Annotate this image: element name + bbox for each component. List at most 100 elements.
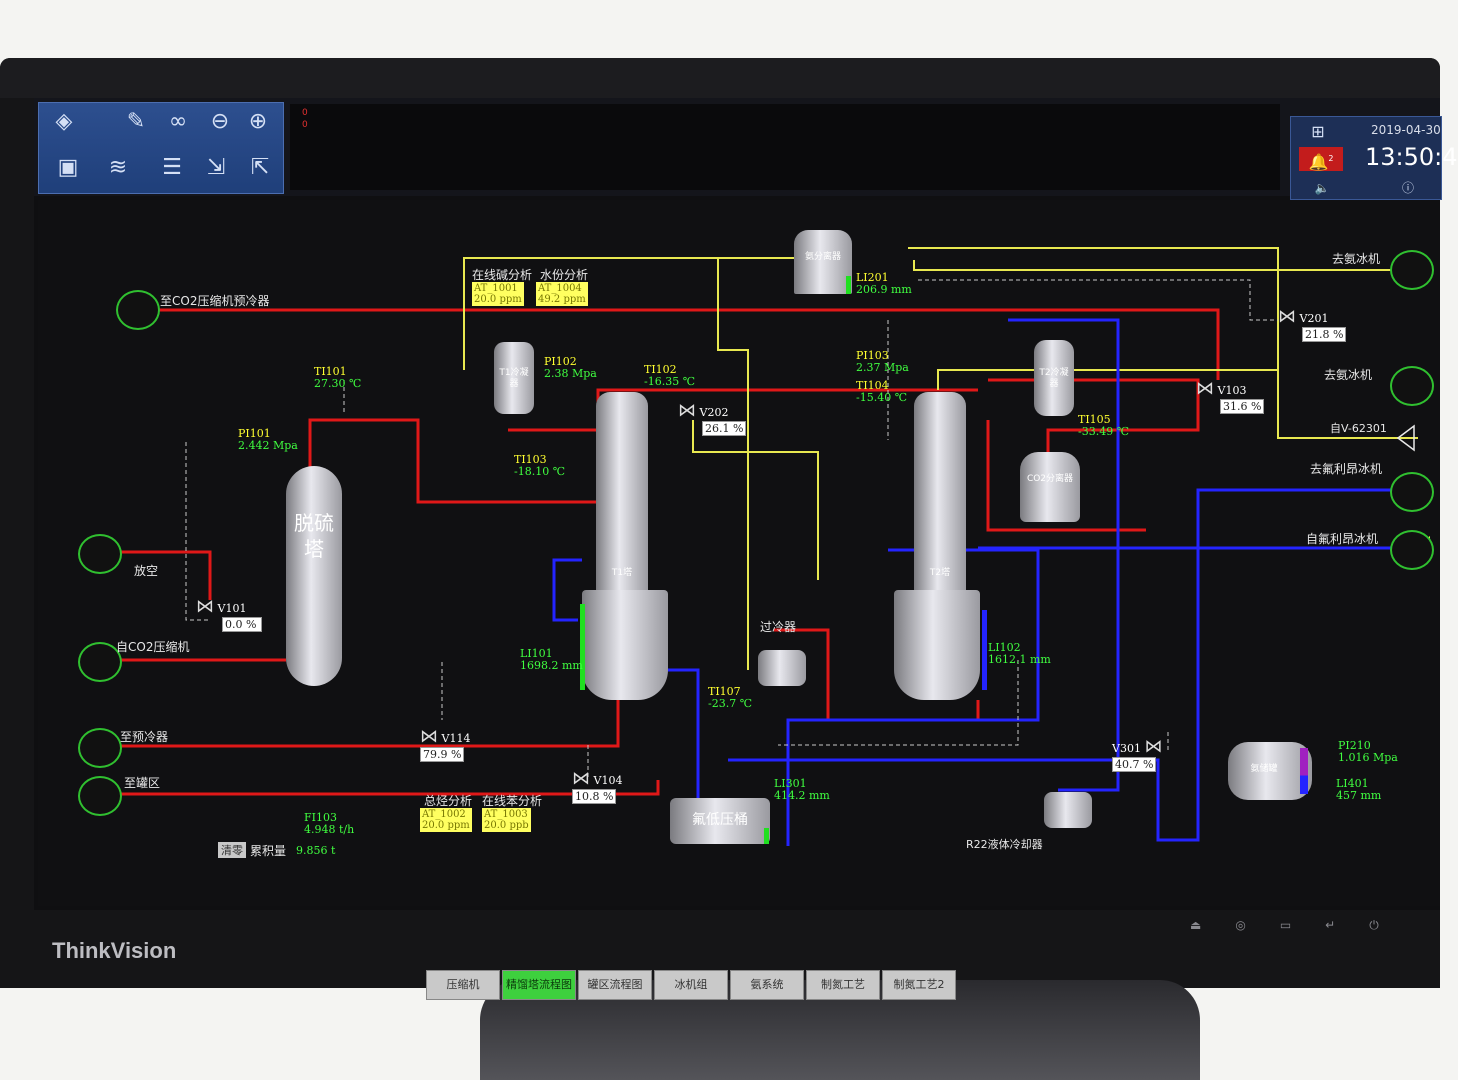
alarm-count-1: 0 <box>302 108 308 118</box>
arrow-v62301 <box>1396 424 1415 452</box>
network-icon[interactable]: ⊞ <box>1311 122 1325 141</box>
desulfur-tower[interactable] <box>286 466 342 686</box>
endpoint-tank[interactable] <box>78 776 122 816</box>
t1-tower[interactable] <box>596 392 648 592</box>
forward-icon[interactable]: ⊕ <box>248 109 268 134</box>
freon-low-pressure-tank[interactable] <box>670 798 770 844</box>
export-icon[interactable]: ⇲ <box>206 155 226 180</box>
endpoint-co2-precooler[interactable] <box>116 290 160 330</box>
tag-ti102[interactable]: TI102-16.35 ℃ <box>644 363 696 388</box>
label-from-co2-compressor: 自CO2压缩机 <box>116 640 190 654</box>
label-r22-cooler: R22液体冷却器 <box>966 838 1043 851</box>
hmi-screen: ◈ ✎ ∞ ⊖ ⊕ ▣ ≋ ☰ ⇲ ⇱ 0 0 ⊞ 🔔2 🔈 2019-04-3… <box>34 98 1458 1000</box>
tab-nitrogen-process-2[interactable]: 制氮工艺2 <box>882 970 956 1000</box>
ammonia-storage-tank[interactable] <box>1228 742 1312 800</box>
link-icon[interactable]: ∞ <box>168 109 188 134</box>
tab-ammonia-system[interactable]: 氨系统 <box>730 970 804 1000</box>
overview-icon[interactable]: ▣ <box>57 155 79 180</box>
label-vent: 放空 <box>134 564 159 578</box>
mode-icon[interactable]: ▭ <box>1279 918 1292 932</box>
back-icon[interactable]: ⊖ <box>210 109 230 134</box>
valve-icon: ⋈ <box>196 596 214 617</box>
valve-icon: ⋈ <box>1196 378 1214 399</box>
t2-condenser-label: T2冷凝器 <box>1039 368 1069 389</box>
endpoint-freon-1[interactable] <box>1390 472 1434 512</box>
import-icon[interactable]: ⇱ <box>250 155 270 180</box>
label-from-freon-ice: 自氟利昂冰机 <box>1306 532 1379 546</box>
date-display: 2019-04-30 <box>1371 123 1441 137</box>
tab-rectification[interactable]: 精馏塔流程图 <box>502 970 576 1000</box>
toolbar-buttons: ◈ ✎ ∞ ⊖ ⊕ ▣ ≋ ☰ ⇲ ⇱ <box>38 102 284 194</box>
clear-button[interactable]: 清零 <box>218 842 246 858</box>
label-from-v62301: 自V-62301 <box>1330 422 1387 435</box>
trend-icon[interactable]: ≋ <box>108 155 128 180</box>
t1-condenser[interactable] <box>494 342 534 414</box>
alarm-count-2: 0 <box>302 120 308 130</box>
tag-ti104[interactable]: TI104-15.40 ℃ <box>856 379 908 404</box>
endpoint-freon-2[interactable] <box>1390 530 1434 570</box>
tab-nitrogen-process[interactable]: 制氮工艺 <box>806 970 880 1000</box>
pipe-tank <box>118 780 660 796</box>
t2-condenser[interactable] <box>1034 340 1074 416</box>
speaker-icon[interactable]: 🔈 <box>1314 181 1330 195</box>
alarm-banner[interactable]: 0 0 <box>290 104 1280 190</box>
ammonia-separator-label: 氨分离器 <box>804 252 841 262</box>
r22-cooler-unit[interactable] <box>1044 792 1092 828</box>
tag-ti107[interactable]: TI107-23.7 ℃ <box>708 685 753 710</box>
subcooler-unit[interactable] <box>758 650 806 686</box>
bell-icon[interactable]: 🔔2 <box>1299 147 1343 171</box>
tab-compressor[interactable]: 压缩机 <box>426 970 500 1000</box>
t2-tower[interactable] <box>914 392 966 592</box>
co2-separator[interactable] <box>1020 452 1080 522</box>
t2-reboiler[interactable] <box>894 590 980 700</box>
enter-icon[interactable]: ↵ <box>1325 918 1336 932</box>
tab-ice-unit[interactable]: 冰机组 <box>654 970 728 1000</box>
input-icon[interactable]: ⏏ <box>1190 918 1202 932</box>
notes-icon[interactable]: ✎ <box>126 109 146 134</box>
tag-ti105[interactable]: TI105-33.49 ℃ <box>1078 413 1130 438</box>
monitor-buttons: ⏏ ◎ ▭ ↵ ⏻ <box>1190 918 1379 933</box>
tab-tank-area[interactable]: 罐区流程图 <box>578 970 652 1000</box>
label-water-analysis: 水份分析 <box>540 268 589 282</box>
valve-icon: ⋈ <box>420 726 438 747</box>
endpoint-vent[interactable] <box>78 534 122 574</box>
power-icon[interactable]: ⏻ <box>1369 918 1379 932</box>
endpoint-ammonia-2[interactable] <box>1390 366 1434 406</box>
list-icon[interactable]: ☰ <box>162 155 182 180</box>
ammonia-separator[interactable] <box>794 230 852 294</box>
info-icon[interactable]: ⓘ <box>1401 181 1414 195</box>
tag-ti103[interactable]: TI103-18.10 ℃ <box>514 453 566 478</box>
t1-tower-label: T1塔 <box>611 568 633 578</box>
li101-level-bar <box>580 604 585 690</box>
endpoint-precooler[interactable] <box>78 728 122 768</box>
li401-level-bar <box>1300 748 1308 794</box>
endpoint-ammonia-1[interactable] <box>1390 250 1434 290</box>
valve-v301[interactable]: V301 ⋈40.7 % <box>1112 736 1163 772</box>
t1-reboiler[interactable] <box>582 590 668 700</box>
endpoint-co2-in[interactable] <box>78 642 122 682</box>
shield-icon[interactable]: ◈ <box>55 109 73 134</box>
pipe-blue-t1 <box>552 558 582 622</box>
menu-icon[interactable]: ◎ <box>1235 918 1246 932</box>
